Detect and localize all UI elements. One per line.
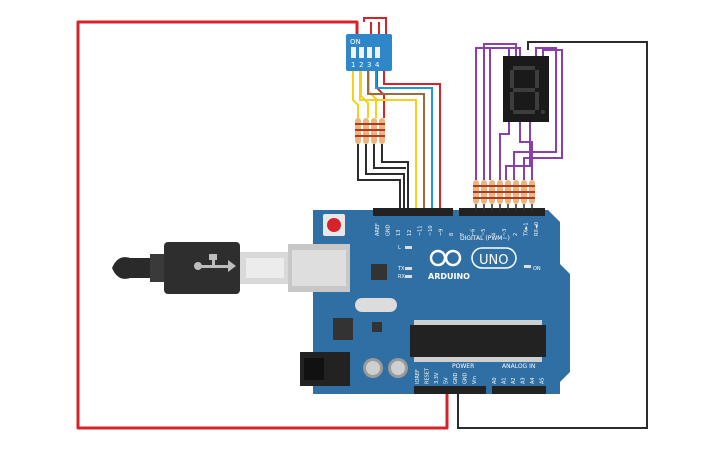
dip-toggle-4[interactable] [375, 47, 380, 58]
on-led [524, 265, 531, 268]
dip-num-2: 2 [359, 61, 363, 69]
yellow-wire-1[interactable] [352, 71, 359, 118]
digital-pin-label-6: ~9 [439, 229, 445, 236]
dip-on-label: ON [350, 38, 361, 46]
power-label: POWER [452, 363, 474, 370]
arduino-infinity-logo [429, 249, 462, 267]
digital-pin-label-14: TX►1 [523, 222, 529, 237]
resistor-to-pin-leads [475, 204, 533, 212]
analog-pin-label-3: A3 [521, 377, 527, 384]
l-led-label: L [398, 245, 401, 251]
usb-cable[interactable] [112, 242, 290, 294]
power-pin-label-2: 3.3V [434, 372, 440, 384]
digital-pin-label-9: ~6 [470, 229, 476, 236]
crystal [355, 298, 397, 312]
black-ground-wire[interactable] [457, 41, 648, 429]
rx-led-label: RX [398, 274, 405, 280]
yellow-wire-2[interactable] [360, 71, 369, 118]
power-pin-label-3: 5V [444, 377, 450, 384]
digital-header-2[interactable] [459, 208, 545, 216]
digital-pin-label-7: 8 [449, 233, 455, 236]
analog-pin-label-4: A4 [530, 377, 536, 384]
dip-num-3: 3 [367, 61, 371, 69]
digital-pin-label-3: 12 [407, 230, 413, 236]
analog-header[interactable] [492, 386, 546, 394]
power-pin-label-4: GND [453, 372, 459, 384]
digital-pin-label-10: ~5 [481, 229, 487, 236]
pulldown-resistors[interactable] [355, 118, 385, 144]
seven-segment-display[interactable]: 8. [0, 0, 549, 122]
arduino-model: UNO [479, 253, 508, 268]
digital-pin-label-0: AREF [375, 223, 381, 236]
arduino-uno-board[interactable]: ARDUINO UNO ON L TX RX DIGITAL (PWM~) PO… [288, 208, 570, 394]
digital-pin-label-13: 2 [513, 233, 519, 236]
red-data-wire[interactable] [383, 71, 441, 212]
dip-num-1: 1 [351, 61, 355, 69]
digital-pin-label-8: 7 [460, 233, 466, 236]
analog-pin-label-1: A1 [502, 377, 508, 384]
arduino-brand: ARDUINO [428, 272, 470, 281]
digital-pin-labels: AREF GND 13 12 ~11 ~10 ~9 8 7 ~6 ~5 4 ~3 2 TX►1 RX◄0 [375, 222, 540, 237]
analog-pin-label-5: A5 [540, 377, 546, 384]
digital-pin-label-12: ~3 [502, 229, 508, 236]
dip-toggle-1[interactable] [351, 47, 356, 58]
power-pin-label-6: Vin [472, 376, 478, 384]
digital-pin-label-4: ~11 [417, 225, 423, 236]
digital-pin-label-5: ~10 [428, 225, 434, 236]
digital-header[interactable] [373, 208, 453, 216]
analog-pin-label-0: A0 [492, 377, 498, 384]
power-pin-label-1: RESET [425, 367, 431, 384]
atmega-chip [410, 325, 546, 357]
power-pin-label-0: IOREF [415, 369, 421, 384]
brown-data-wire[interactable] [367, 71, 425, 212]
digital-pin-label-1: GND [386, 224, 392, 236]
segment-resistors[interactable] [472, 180, 536, 204]
tx-led-label: TX [397, 266, 405, 272]
digital-pin-label-15: RX◄0 [534, 222, 540, 236]
digital-header-label: DIGITAL (PWM~) [460, 235, 510, 242]
yellow-data-wire[interactable] [359, 71, 417, 212]
purple-segment-wires[interactable] [475, 43, 563, 180]
analog-pin-label-2: A2 [511, 377, 517, 384]
dip-toggle-2[interactable] [359, 47, 364, 58]
digital-pin-label-11: 4 [492, 233, 498, 236]
red-power-wire-2[interactable] [363, 17, 387, 38]
on-led-label: ON [533, 266, 541, 272]
red-power-wire[interactable] [76, 20, 449, 430]
dip-num-4: 4 [375, 61, 380, 69]
black-pulldown-wires[interactable] [357, 144, 409, 212]
usb-symbol-icon [194, 254, 236, 272]
digital-pin-label-2: 13 [396, 230, 402, 236]
dip-toggle-3[interactable] [367, 47, 372, 58]
power-header[interactable] [414, 386, 486, 394]
power-pin-label-5: GND [463, 372, 469, 384]
blue-data-wire[interactable] [375, 71, 433, 212]
analog-label: ANALOG IN [502, 363, 535, 370]
dip-switch[interactable]: ON 1 2 3 4 [346, 34, 392, 71]
